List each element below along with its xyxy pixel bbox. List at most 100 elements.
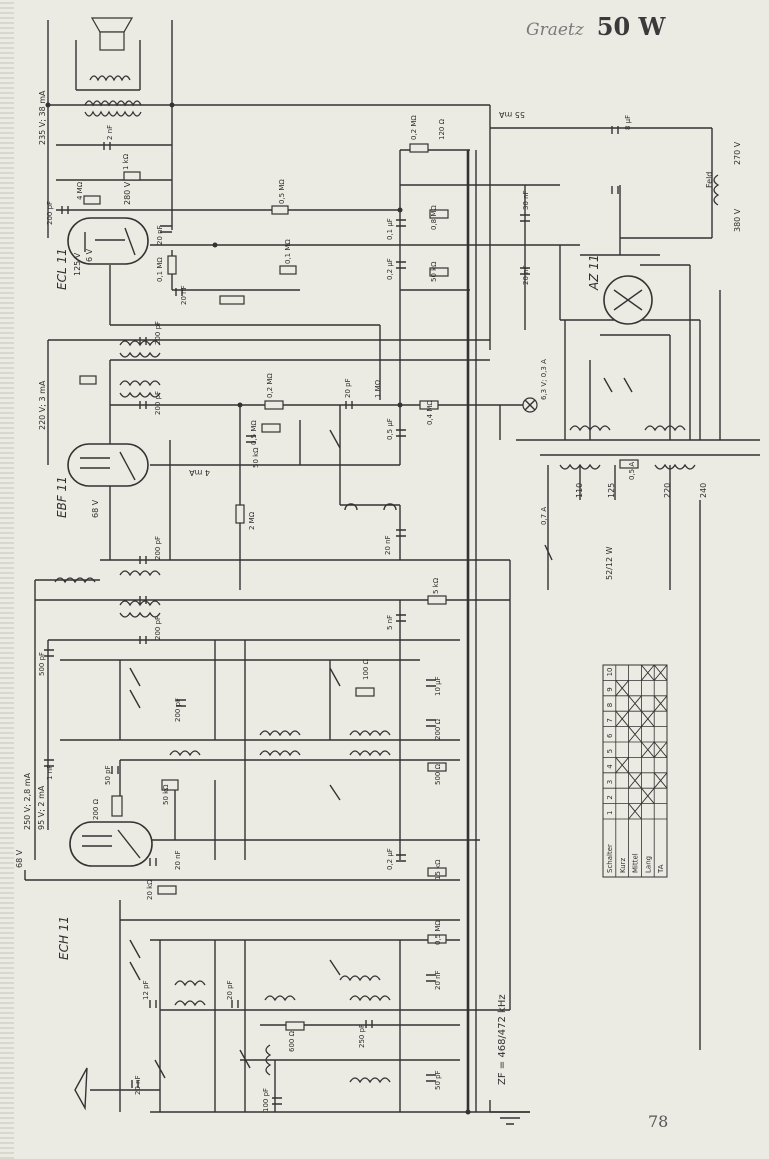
table-cross-mark: [641, 741, 655, 758]
tube-ech11: [69, 821, 153, 867]
component-label: 50 kΩ: [162, 784, 170, 805]
voltage-label: 235 V; 38 mA: [38, 90, 47, 145]
voltage-label: 220: [663, 483, 672, 498]
if-frequency-label: ZF = 468/472 kHz: [497, 994, 508, 1085]
component-label: 200 pF: [174, 698, 182, 722]
voltage-label: Feld: [705, 172, 714, 188]
component-label: 100 pF: [262, 1088, 270, 1112]
component-label: 5 kΩ: [432, 577, 440, 594]
misc-symbols: [45, 102, 538, 1125]
table-row-label: Lang: [644, 856, 652, 873]
component-label: 0,4 MΩ: [426, 400, 434, 425]
capacitors: [44, 126, 619, 1105]
component-label: 2 nF: [106, 125, 114, 140]
component-label: 0,1 MΩ: [156, 257, 164, 282]
component-label: 6,3 V; 0,3 A: [540, 359, 548, 400]
component-label: 1 nF: [46, 765, 54, 780]
component-label: 0,2 MΩ: [410, 115, 418, 140]
component-label: 200 Ω: [92, 798, 100, 820]
component-label: 0,5 MΩ: [278, 179, 286, 204]
component-label: 0,2 µF: [386, 258, 394, 280]
table-switch-number: 2: [606, 795, 614, 799]
table-switch-number: 1: [606, 811, 614, 815]
voltage-label: 280 V: [123, 181, 132, 205]
component-label: 20 nF: [174, 850, 182, 870]
table-row-label: Kurz: [619, 857, 627, 873]
component-label: 500 pF: [38, 652, 46, 676]
component-label: 500 Ω: [434, 763, 442, 785]
table-cross-mark: [628, 726, 642, 743]
table-cross-mark: [641, 787, 655, 804]
scan-edge: [0, 0, 14, 1159]
table-header-label: Schalter: [606, 844, 614, 873]
resistors: [79, 143, 639, 1031]
label-az11: AZ 11: [587, 254, 601, 291]
table-switch-number: 4: [606, 764, 614, 769]
component-label: 0,2 MΩ: [266, 373, 274, 398]
component-label: 20 pF: [226, 980, 234, 1000]
table-switch-number: 10: [606, 667, 614, 676]
wiring: [24, 20, 760, 1113]
component-label: 50 kΩ: [430, 261, 438, 282]
component-label: 1 kΩ: [122, 153, 130, 170]
loudspeaker-symbol: [84, 17, 142, 117]
page-title: Graetz 50 W: [526, 12, 666, 41]
voltage-labels: 235 V; 38 mA 55 mA 280 V 6 V 125 V 270 V…: [15, 90, 742, 1085]
component-label: 0,1 µF: [386, 218, 394, 240]
component-label: 200 pF: [154, 321, 162, 345]
component-label: 15 kΩ: [434, 859, 442, 880]
table-switch-number: 5: [606, 749, 614, 753]
label-ech11: ECH 11: [57, 916, 71, 960]
table-cross-mark: [615, 710, 629, 727]
voltage-label: 110: [575, 483, 584, 498]
table-switch-number: 9: [606, 687, 614, 691]
tube-az11: [603, 275, 653, 325]
component-label: 0,5 µF: [386, 418, 394, 440]
component-label: 10 µF: [434, 676, 442, 696]
label-ebf11: EBF 11: [55, 476, 69, 518]
table-row-label: Mittel: [632, 853, 640, 873]
component-label: 250 pF: [358, 1024, 366, 1048]
component-label: 0,5 A: [628, 462, 636, 480]
table-switch-number: 3: [606, 780, 614, 784]
voltage-label: 6 V: [85, 248, 94, 262]
component-label: 50 pF: [434, 1070, 442, 1090]
component-label: 0,8 MΩ: [430, 205, 438, 230]
component-label: 50 kΩ: [252, 447, 260, 468]
table-cross-mark: [653, 695, 668, 712]
tube-ebf11: [67, 443, 149, 487]
component-label: 0,7 A: [540, 507, 548, 525]
component-label: 20 nF: [134, 1075, 142, 1095]
component-label: 200 pF: [154, 391, 162, 415]
component-label: 20 nF: [156, 225, 164, 245]
voltage-label: 125: [607, 483, 616, 498]
component-label: 0,5 MΩ: [250, 420, 258, 445]
voltage-label: 55 mA: [498, 110, 525, 119]
voltage-label: 125 V: [73, 252, 82, 276]
component-label: 5 nF: [386, 615, 394, 630]
component-label: 12 pF: [142, 980, 150, 1000]
component-label: 20 nF: [434, 970, 442, 990]
title-brand: Graetz: [526, 20, 584, 40]
table-switch-number: 6: [606, 733, 614, 738]
component-label: 20 nF: [180, 285, 188, 305]
page-number: 78: [648, 1112, 669, 1131]
voltage-label: 68 V: [91, 499, 100, 518]
component-label: 100 Ω: [362, 658, 370, 680]
component-label: 0,2 µF: [386, 848, 394, 870]
component-label: 200 pF: [154, 536, 162, 560]
voltage-label: 95 V; 2 mA: [37, 785, 46, 830]
component-label: 20 nF: [522, 265, 530, 285]
voltage-label: 220 V; 3 mA: [38, 380, 47, 430]
table-cross-mark: [628, 803, 642, 820]
component-label: 600 Ω: [288, 1030, 296, 1052]
component-label: 4 MΩ: [76, 181, 84, 200]
component-label: 8 µF: [624, 115, 632, 130]
switches: [129, 377, 633, 1079]
table-cross-mark: [653, 772, 668, 789]
component-label: 200 pF: [154, 616, 162, 640]
voltage-label: 4 mA: [189, 468, 210, 477]
table-cross-mark: [628, 772, 642, 789]
